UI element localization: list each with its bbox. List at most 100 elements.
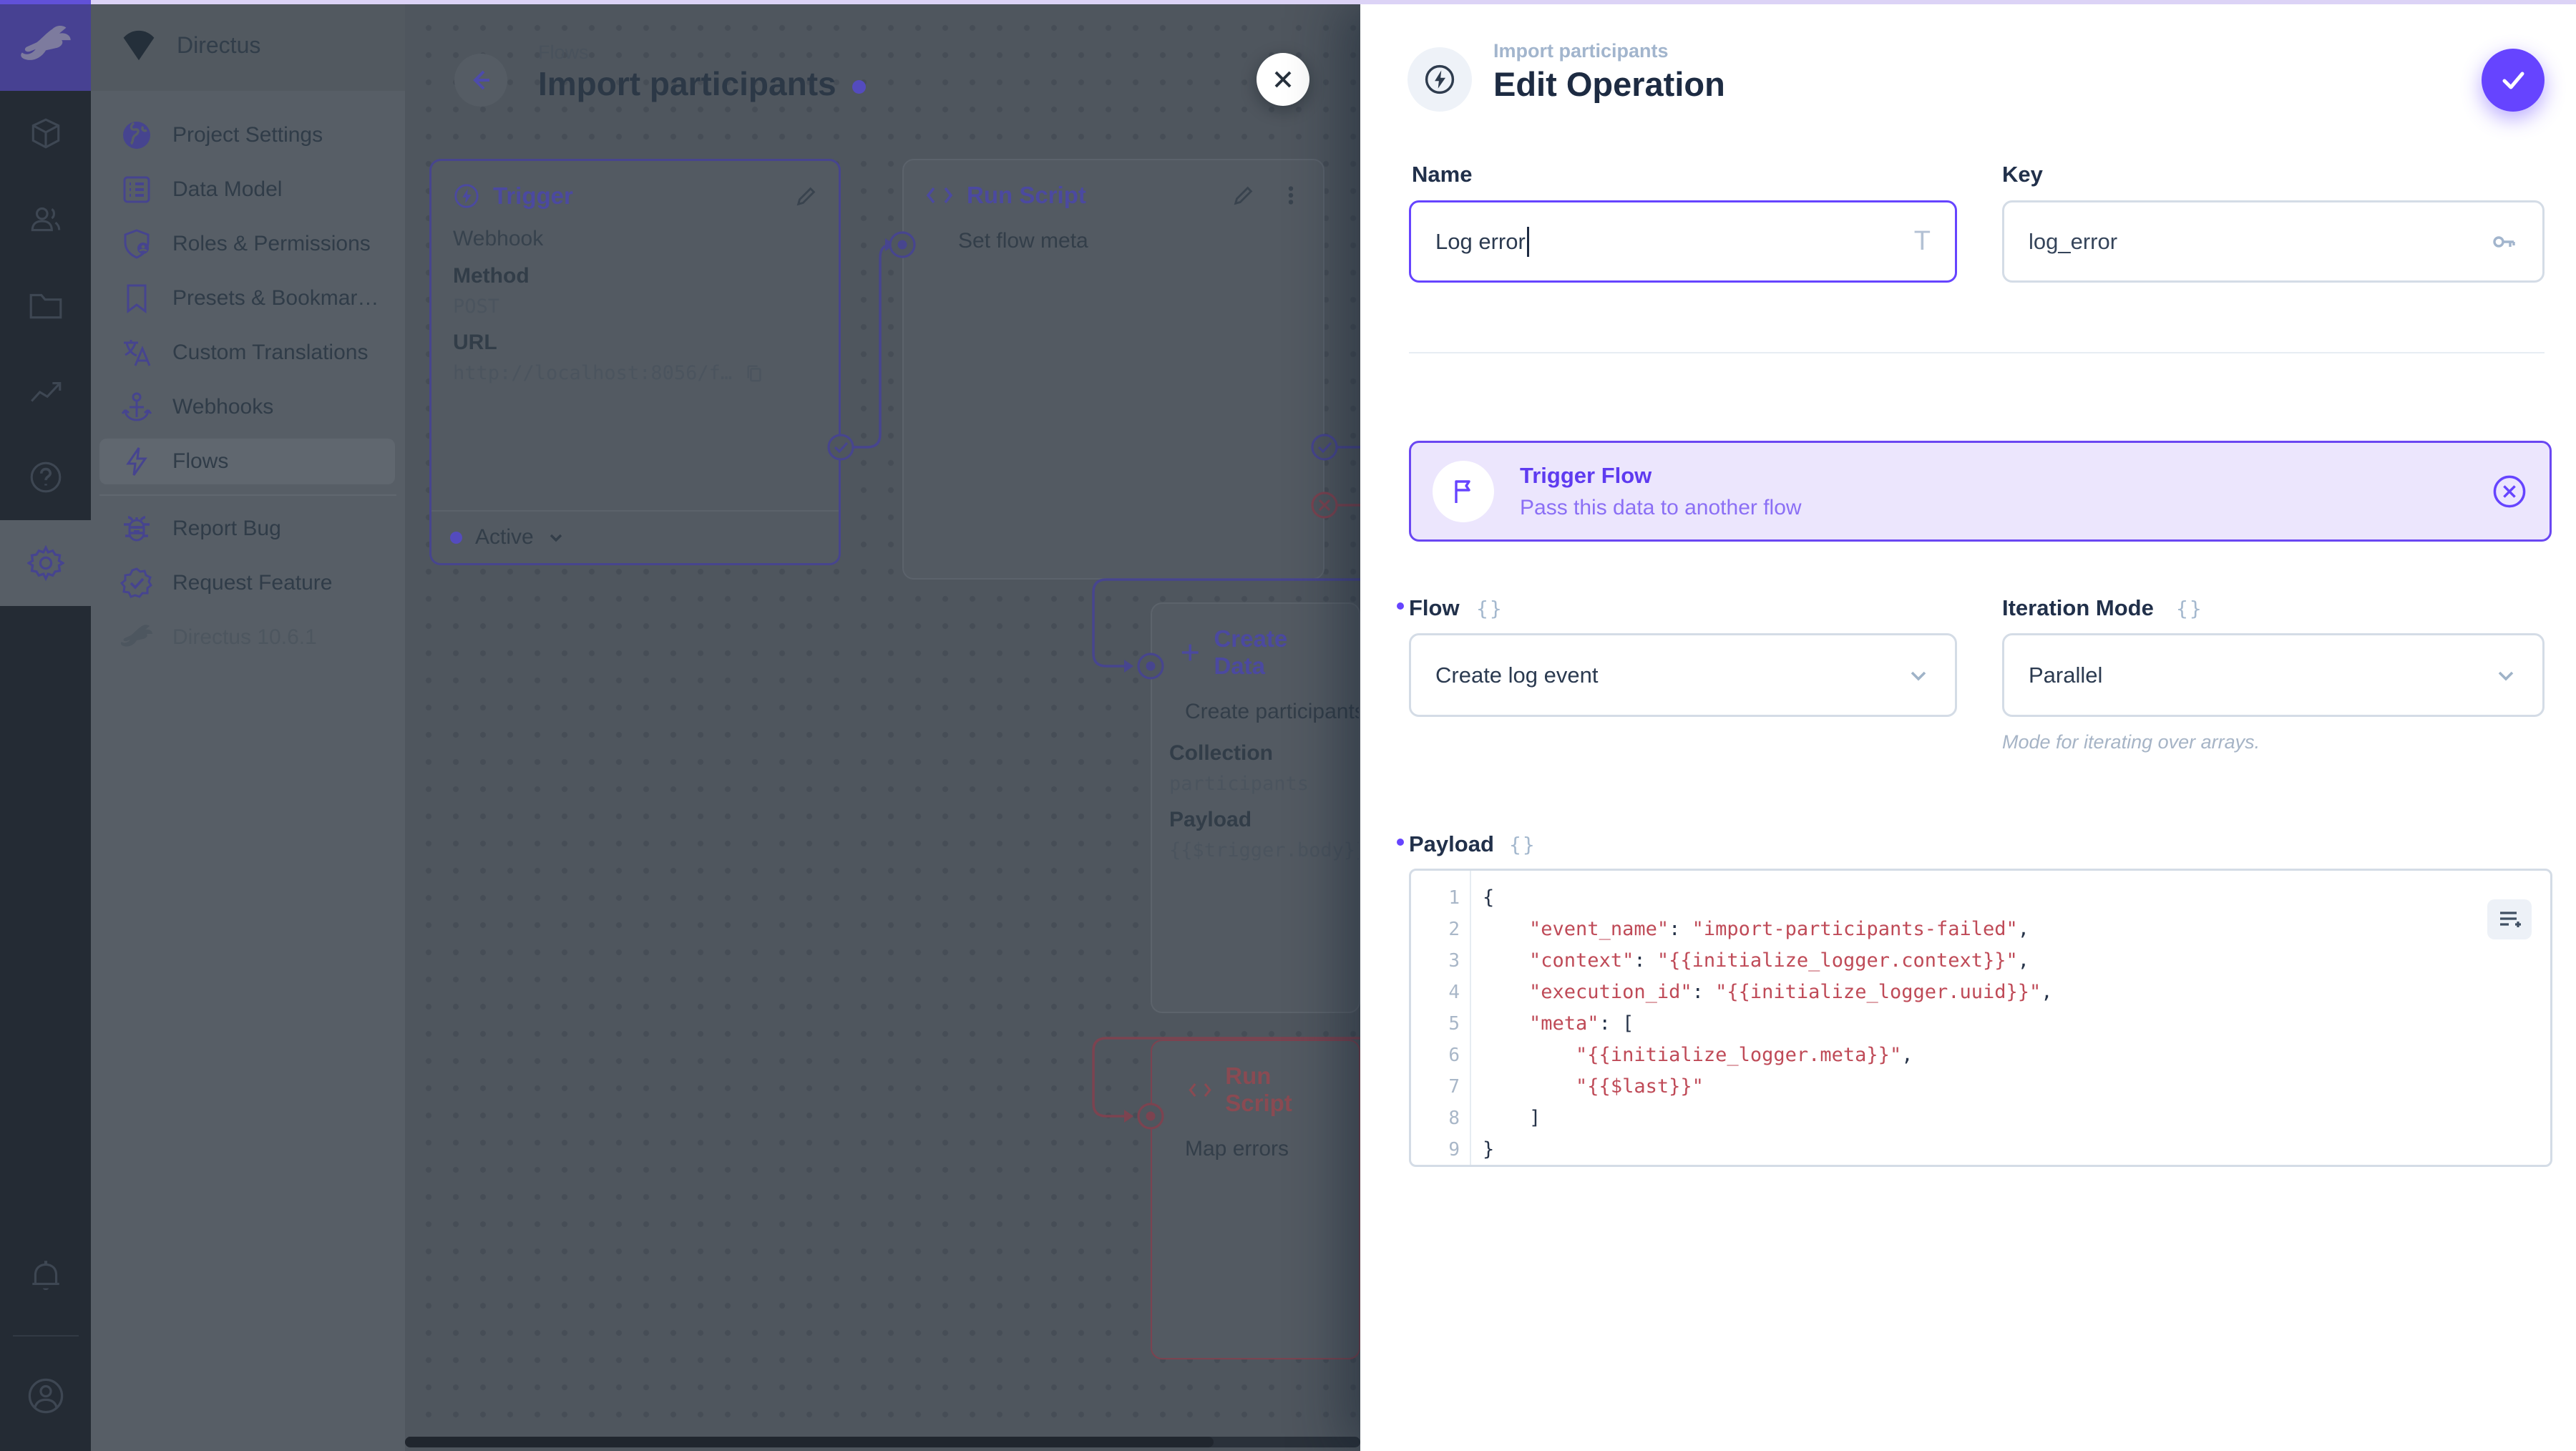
sidebar-item-roles-permissions[interactable]: Roles & Permissions [91, 217, 405, 271]
sidebar-item-report-bug[interactable]: Report Bug [91, 502, 405, 556]
panel-title: Run Script [1225, 1062, 1292, 1116]
format-json-button[interactable] [2487, 899, 2532, 939]
plus-icon [1181, 644, 1199, 661]
trigger-panel[interactable]: Trigger Webhook Method POST URL http://l… [429, 159, 841, 565]
drawer-breadcrumb[interactable]: Import participants [1493, 40, 1669, 62]
project-name: Directus [177, 32, 261, 58]
iteration-mode-note: Mode for iterating over arrays. [2002, 731, 2260, 753]
edit-operation-drawer: Import participants Edit Operation Name … [1360, 0, 2576, 1451]
key-input[interactable]: log_error [2002, 200, 2545, 283]
operation-name: Create participants [1185, 700, 1360, 723]
close-drawer-button[interactable] [1257, 53, 1309, 106]
breadcrumb[interactable]: Flows [538, 41, 589, 63]
close-icon [1274, 71, 1292, 88]
sidebar-item-request-feature[interactable]: Request Feature [91, 556, 405, 610]
edit-pencil-icon[interactable] [794, 184, 819, 208]
insights-icon [30, 382, 61, 402]
kebab-menu-icon[interactable] [1279, 183, 1303, 207]
bug-icon [124, 516, 150, 542]
scrollbar-thumb[interactable] [405, 1437, 1214, 1447]
operation-name: Set flow meta [958, 229, 1088, 253]
notifications-button[interactable] [0, 1236, 91, 1315]
module-insights[interactable] [0, 348, 91, 434]
module-users[interactable] [0, 177, 91, 263]
directus-logo[interactable] [0, 0, 91, 91]
module-content[interactable] [0, 91, 91, 177]
trigger-flow-card[interactable]: Trigger Flow Pass this data to another f… [1409, 441, 2552, 542]
flow-select-value: Create log event [1435, 662, 1599, 688]
copy-icon[interactable] [743, 363, 765, 384]
code-line: "{{$last}}" [1576, 1075, 1704, 1098]
run-script-panel[interactable]: Run Script Set flow meta [902, 159, 1324, 580]
edit-pencil-icon[interactable] [1231, 183, 1256, 207]
sidebar-item-presets-bookmarks[interactable]: Presets & Bookmar… [91, 271, 405, 326]
trigger-type: Webhook [453, 227, 544, 250]
chevron-down-icon [1911, 671, 1926, 681]
operation-type-chip [1407, 47, 1472, 112]
list-icon [123, 176, 150, 203]
sidebar-item-label: Flows [172, 449, 229, 473]
translate-icon [124, 340, 151, 366]
sidebar-item-webhooks[interactable]: Webhooks [91, 380, 405, 434]
module-files[interactable] [0, 263, 91, 348]
project-chooser[interactable]: Directus [91, 0, 405, 91]
sidebar-item-label: Project Settings [172, 123, 323, 147]
check-icon [2502, 72, 2524, 89]
trigger-status-toggle[interactable]: Active [431, 510, 839, 563]
version-label: Directus 10.6.1 [172, 625, 317, 649]
trigger-bolt-icon [454, 184, 479, 208]
user-avatar-button[interactable] [0, 1357, 91, 1435]
avatar-icon [28, 1378, 63, 1414]
sidebar-item-label: Custom Translations [172, 341, 369, 364]
directus-rabbit-icon [121, 625, 152, 647]
sidebar-item-flows[interactable]: Flows [91, 434, 405, 489]
raw-value-icon[interactable]: {} [1476, 597, 1503, 620]
iteration-select-value: Parallel [2029, 662, 2103, 688]
payload-label: Payload [1409, 831, 1494, 856]
remove-circle-icon[interactable] [2491, 473, 2528, 510]
raw-value-icon[interactable]: {} [2176, 597, 2203, 620]
sidebar-item-custom-translations[interactable]: Custom Translations [91, 326, 405, 380]
raw-value-icon[interactable]: {} [1509, 833, 1536, 856]
method-value: POST [453, 295, 500, 318]
sidebar-item-project-settings[interactable]: Project Settings [91, 108, 405, 162]
payload-value: {{$trigger.body}} [1169, 839, 1360, 861]
create-data-panel[interactable]: Create Data Create participants Collecti… [1151, 602, 1360, 1013]
text-caret [1526, 226, 1529, 257]
code-line: "meta": [ [1529, 1012, 1634, 1035]
sidebar-item-data-model[interactable]: Data Model [91, 162, 405, 217]
users-icon [31, 207, 60, 232]
card-title: Trigger Flow [1520, 462, 1652, 488]
settings-nav-panel: Directus Project Settings Data Model Rol… [91, 0, 405, 1451]
arrow-left-icon [473, 70, 489, 90]
operation-name: Map errors [1185, 1137, 1289, 1161]
required-dot [1397, 839, 1404, 846]
code-icon [926, 187, 953, 204]
name-value: Log error [1435, 228, 1526, 254]
flow-canvas[interactable]: Flows Import participants Trigger Webhoo… [405, 0, 1360, 1451]
method-label: Method [453, 264, 530, 288]
key-label: Key [2002, 162, 2043, 187]
save-button[interactable] [2482, 49, 2545, 112]
back-button[interactable] [454, 54, 507, 107]
code-line: "{{initialize_logger.meta}}", [1576, 1044, 1913, 1066]
module-settings[interactable] [0, 520, 91, 606]
flow-select[interactable]: Create log event [1409, 633, 1957, 717]
iteration-mode-select[interactable]: Parallel [2002, 633, 2545, 717]
name-input[interactable]: Log error T [1409, 200, 1957, 283]
sidebar-item-label: Request Feature [172, 571, 333, 595]
canvas-horizontal-scrollbar[interactable] [405, 1437, 1360, 1447]
module-docs[interactable] [0, 434, 91, 520]
sidebar-item-label: Report Bug [172, 517, 281, 540]
flow-label: Flow [1409, 595, 1460, 620]
flag-chip [1433, 460, 1494, 522]
code-content[interactable]: { "event_name": "import-participants-fai… [1471, 871, 2550, 1165]
url-label: URL [453, 331, 497, 354]
module-bar [0, 0, 91, 1451]
url-value: http://localhost:8056/f… [453, 362, 733, 384]
top-accent-line-left [0, 0, 91, 4]
page-title: Import participants [538, 65, 836, 102]
map-errors-panel[interactable]: Run Script Map errors [1151, 1040, 1360, 1359]
